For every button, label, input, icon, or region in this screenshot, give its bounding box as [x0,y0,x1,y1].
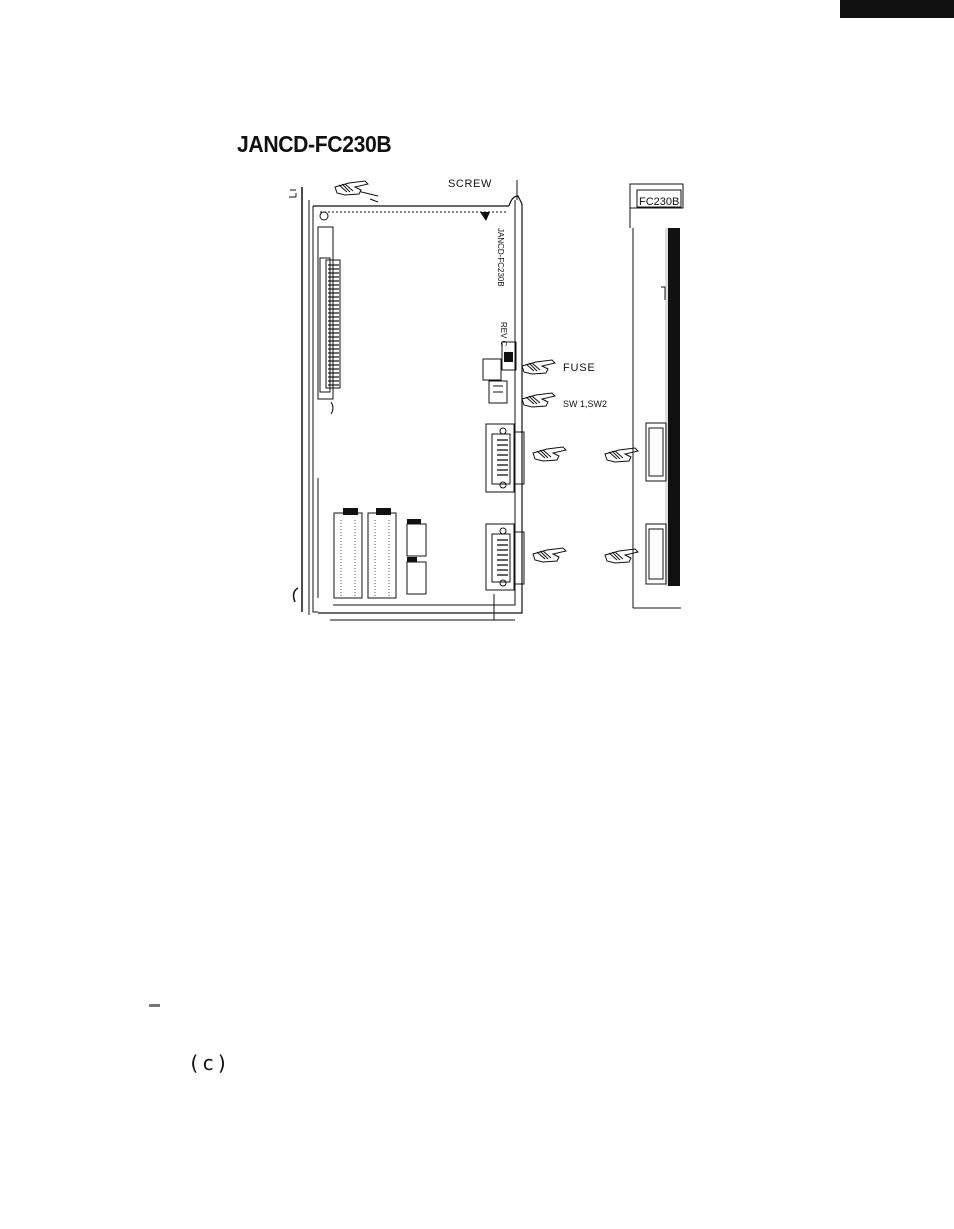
scan-speck [149,1004,160,1007]
switch-callout-label: SW 1,SW2 [563,399,608,409]
rev-marking: REV C [499,322,508,347]
page-corner-tab [840,0,954,18]
screw-callout-label: SCREW [448,178,492,190]
document-title: JANCD-FC230B [237,131,392,157]
front-panel-label: FC230B [639,196,680,208]
fuse-callout-label: FUSE [563,362,596,374]
board-silkscreen: JANCD-FC230B [496,228,505,287]
figure-label: (c) [188,1051,231,1075]
